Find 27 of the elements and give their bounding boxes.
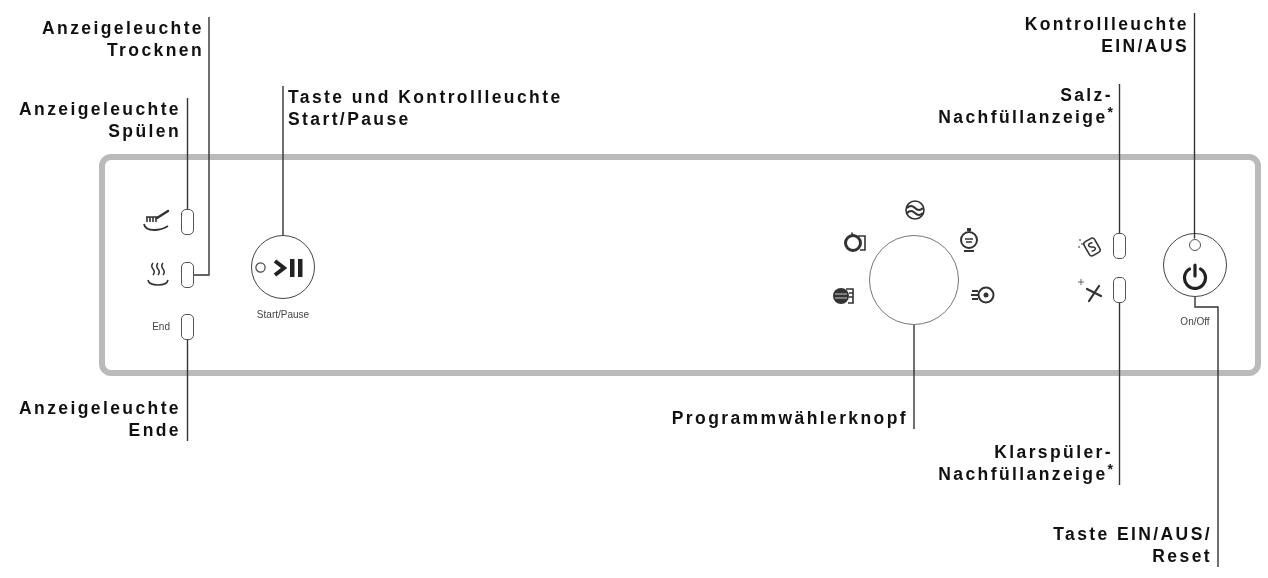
leader-line <box>193 16 210 276</box>
indicator-lamp <box>181 314 194 340</box>
callout-label: Taste EIN/AUS/ Reset <box>1046 523 1212 567</box>
button-caption: On/Off <box>1180 316 1210 328</box>
callout-label: Taste und Kontrollleuchte Start/Pause <box>288 86 570 130</box>
callout-label: Anzeigeleuchte Spülen <box>15 98 181 142</box>
leader-line <box>913 324 915 430</box>
indicator-lamp <box>181 262 194 288</box>
lamp-caption: End <box>152 321 170 333</box>
leader-line <box>186 97 189 210</box>
button-caption: Start/Pause <box>256 309 310 321</box>
indicator-lamp <box>181 209 194 235</box>
callout-label: Kontrollleuchte EIN/AUS <box>1021 13 1189 57</box>
callout-label: Programmwählerknopf <box>668 407 908 429</box>
leader-line <box>1118 302 1121 486</box>
leader-line <box>186 339 189 442</box>
control-panel <box>99 154 1261 376</box>
leader-line <box>282 85 284 236</box>
callout-label: Anzeigeleuchte Trocknen <box>38 17 204 61</box>
leader-line <box>1118 83 1121 234</box>
leader-line <box>1194 296 1219 568</box>
callout-label: Anzeigeleuchte Ende <box>15 397 181 441</box>
indicator-lamp <box>1113 233 1126 259</box>
callout-label: Klarspüler- Nachfüllanzeige$^{*}$ <box>929 441 1113 485</box>
leader-line <box>1193 12 1196 240</box>
indicator-lamp <box>1113 277 1126 303</box>
callout-label: Salz- Nachfüllanzeige$^{*}$ <box>929 84 1113 128</box>
